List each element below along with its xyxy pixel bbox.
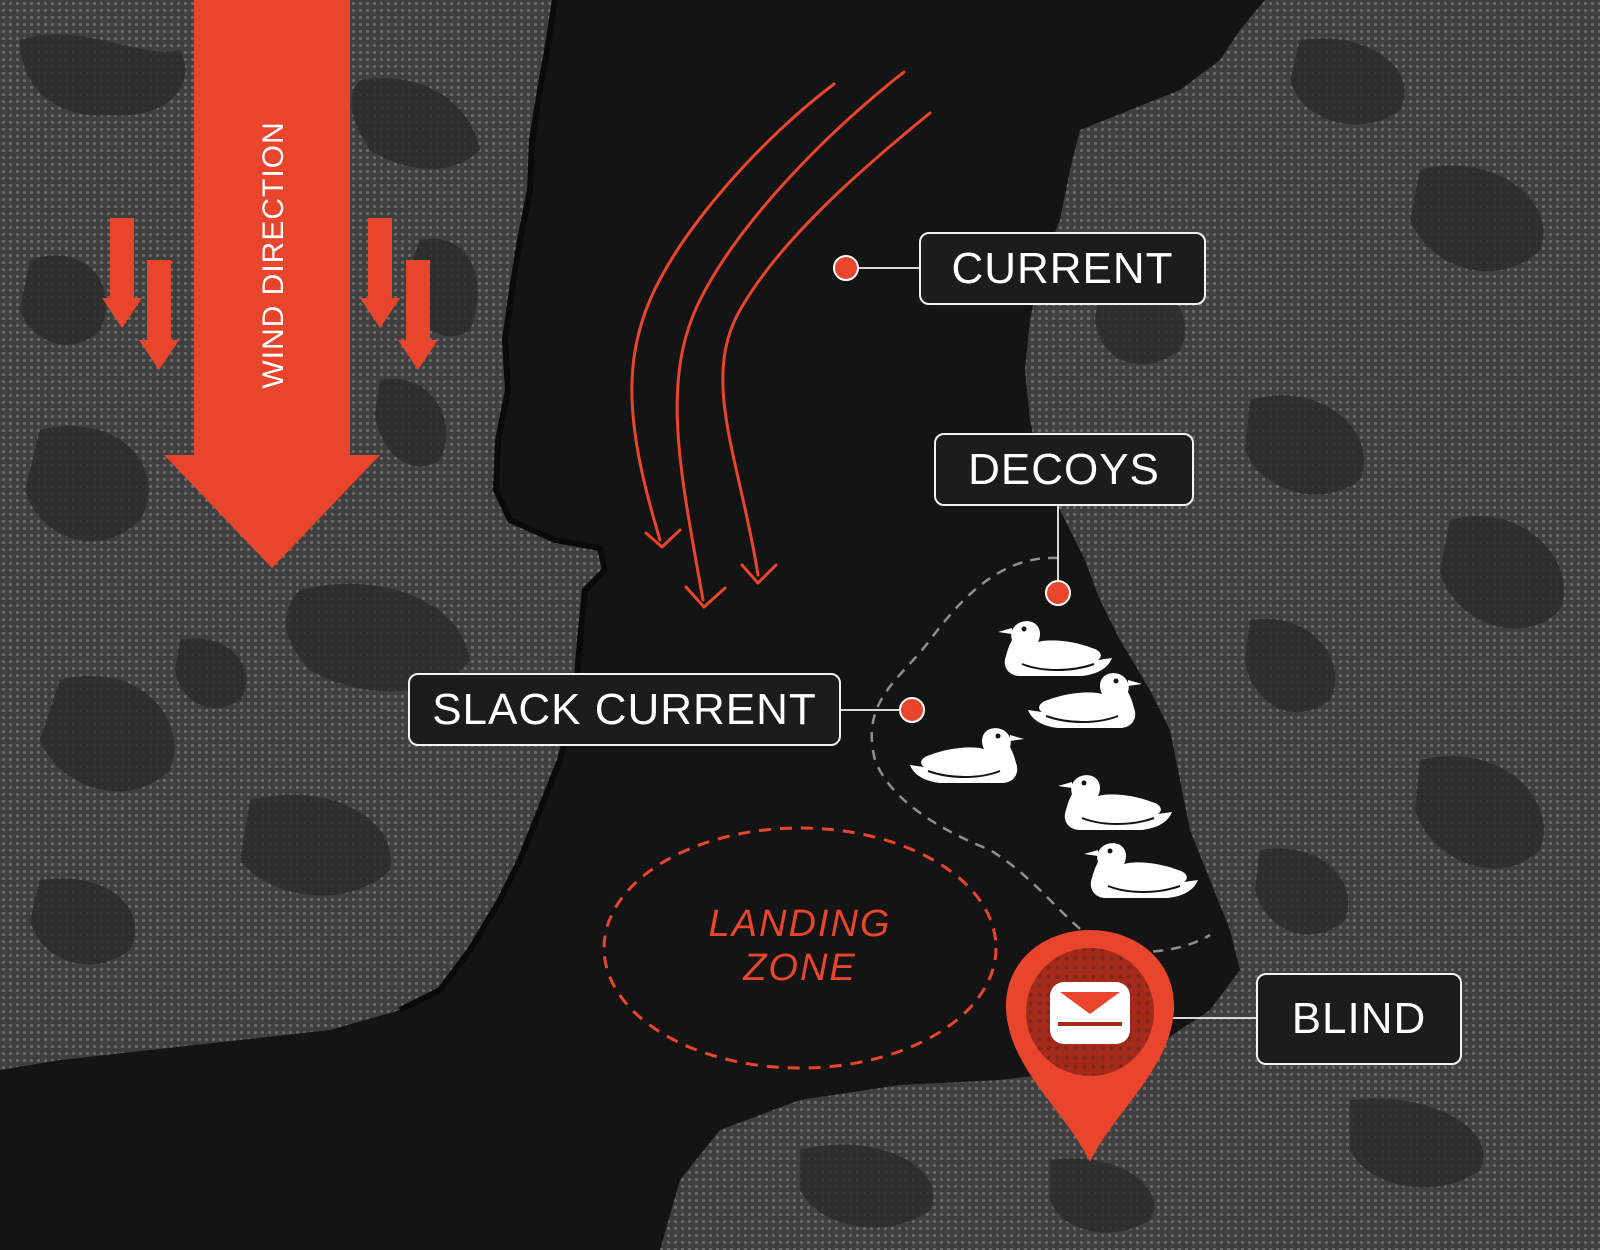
- blind-label: BLIND: [1256, 973, 1462, 1065]
- wind-direction-arrow: [164, 0, 380, 568]
- decoys-label: DECOYS: [934, 433, 1194, 506]
- slack-current-label: SLACK CURRENT: [408, 673, 841, 746]
- marker-dots: [833, 255, 1071, 723]
- landing-zone-label: LANDING ZONE: [700, 902, 900, 990]
- current-flow-lines: [630, 70, 932, 609]
- shore-edge-left: [398, 0, 609, 1013]
- wind-arrows-left: [102, 218, 179, 370]
- wind-direction-label: WIND DIRECTION: [257, 121, 290, 389]
- current-label: CURRENT: [919, 232, 1206, 305]
- current-marker-dot: [833, 255, 859, 281]
- slack-current-marker-dot: [899, 697, 925, 723]
- decoys-marker-dot: [1045, 580, 1071, 606]
- landing-zone-boundary: [602, 826, 998, 1070]
- land-right: [660, 0, 1600, 1250]
- blind-icon: [1050, 982, 1130, 1044]
- landing-zone-line-2: ZONE: [743, 947, 857, 989]
- land-right-texture: [800, 38, 1564, 1233]
- map-pin-icon: [1005, 930, 1175, 1162]
- wind-arrows-right: [360, 218, 438, 370]
- land-left-texture: [20, 34, 480, 965]
- landing-zone-line-1: LANDING: [708, 903, 892, 945]
